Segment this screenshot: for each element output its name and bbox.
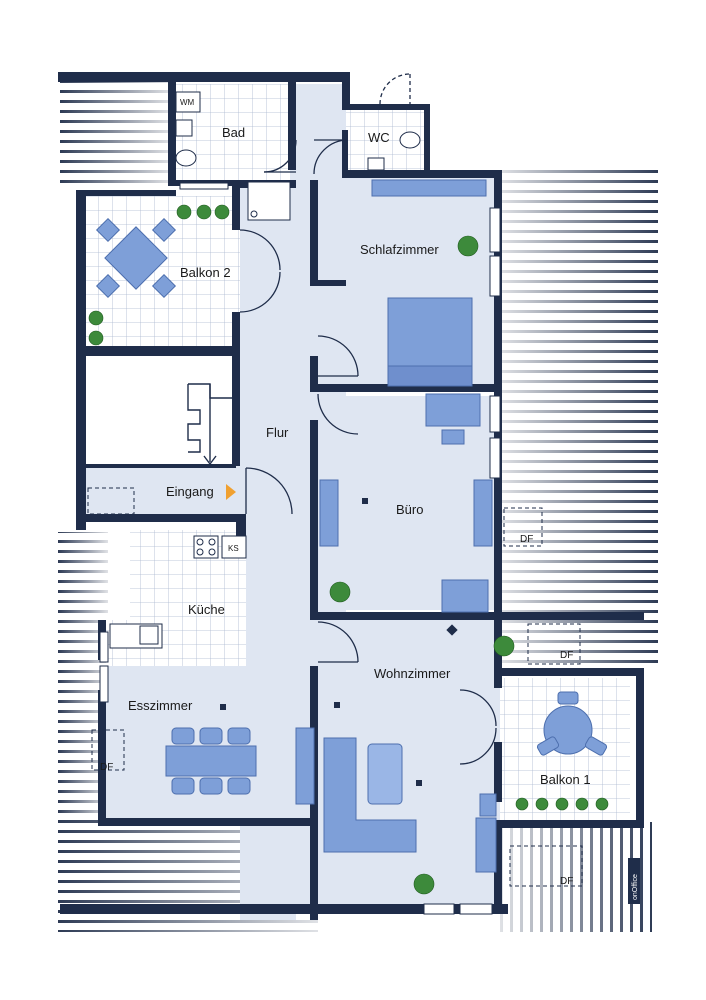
- roof-area-right: [500, 168, 658, 668]
- room-label-schlafzimmer: Schlafzimmer: [360, 242, 439, 257]
- bedroom-furniture: [371, 179, 487, 387]
- kitchen-furniture: [109, 535, 247, 649]
- roof-area-top-left: [60, 72, 170, 184]
- dining-furniture: [165, 704, 315, 805]
- room-labels: Bad WC Schlafzimmer Balkon 2 Flur Eingan…: [128, 125, 591, 787]
- washing-machine-label: WM: [180, 98, 195, 107]
- walls: [58, 72, 644, 920]
- doors: [239, 73, 497, 765]
- fridge-label: KS: [228, 544, 239, 553]
- roof-window-label-buero: DF: [520, 534, 533, 545]
- plants: [88, 204, 609, 895]
- room-label-esszimmer: Esszimmer: [128, 698, 193, 713]
- room-label-balkon-2: Balkon 2: [180, 265, 231, 280]
- brand-logo: onOffice: [628, 858, 640, 904]
- balcony-1-table: [536, 691, 608, 756]
- room-label-buero: Büro: [396, 502, 423, 517]
- living-furniture: [323, 624, 497, 873]
- office-furniture: [319, 393, 493, 613]
- room-label-flur: Flur: [266, 425, 289, 440]
- fixture-labels: WM KS DF DF DF DF: [100, 98, 573, 887]
- balcony-2-table: [95, 217, 177, 299]
- dashed-outlines: [87, 487, 583, 887]
- room-label-eingang: Eingang: [166, 484, 214, 499]
- room-label-bad: Bad: [222, 125, 245, 140]
- windows: [99, 182, 501, 915]
- room-label-wc: WC: [368, 130, 390, 145]
- room-label-kueche: Küche: [188, 602, 225, 617]
- roof-window-label-balkon: DF: [560, 876, 573, 887]
- roof-area-bottom-right: [500, 822, 652, 932]
- bathroom-fixtures: [175, 91, 421, 221]
- room-label-balkon-1: Balkon 1: [540, 772, 591, 787]
- staircase: [187, 383, 232, 466]
- room-label-wohnzimmer: Wohnzimmer: [374, 666, 451, 681]
- roof-window-label-wohnzimmer: DF: [560, 650, 573, 661]
- entrance-arrow-icon: [226, 484, 236, 500]
- brand-text: onOffice: [632, 874, 639, 900]
- roof-window-label-esszimmer: DF: [100, 762, 113, 773]
